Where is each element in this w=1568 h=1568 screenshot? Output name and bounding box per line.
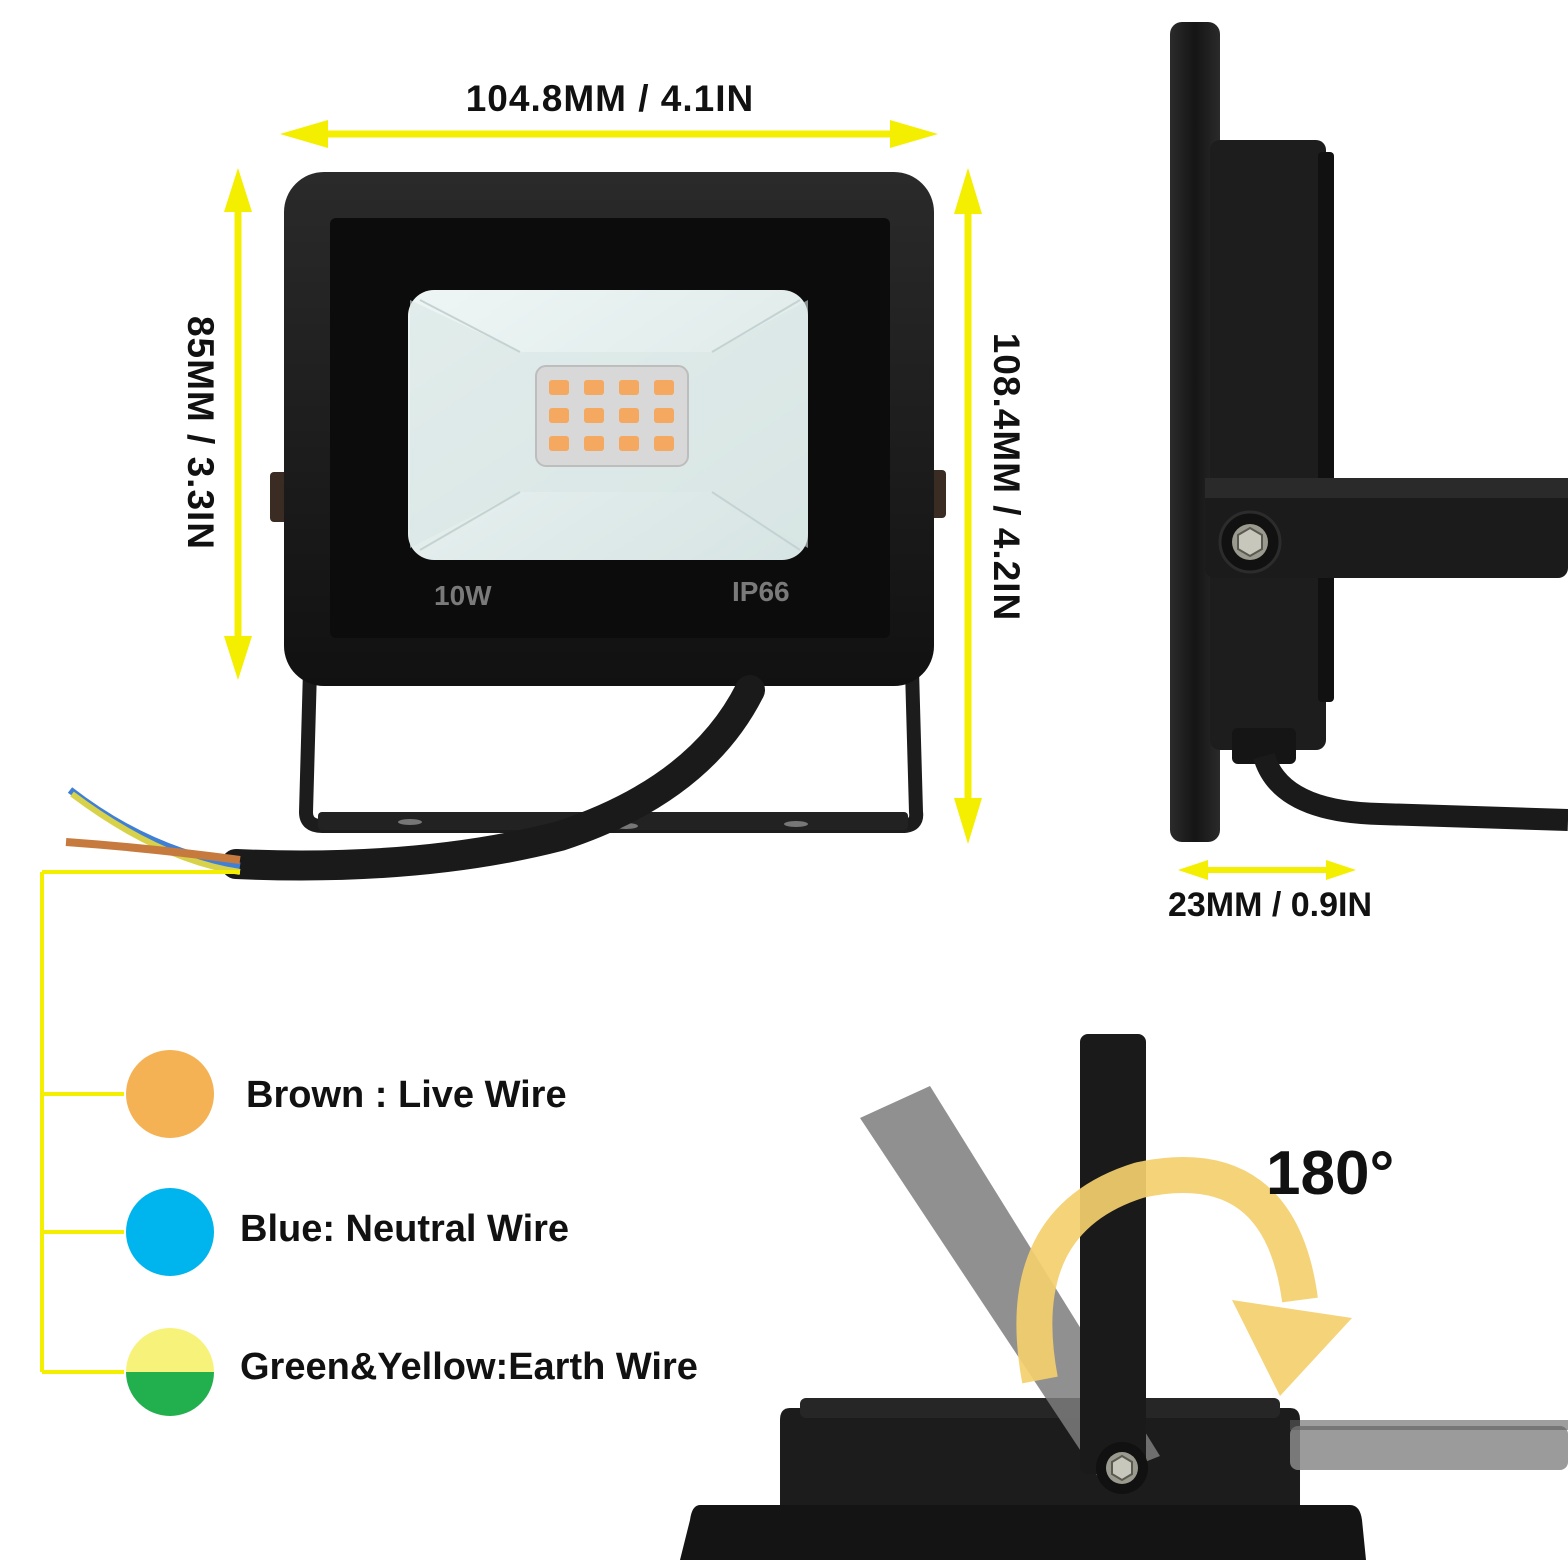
- ip-rating-label: IP66: [732, 576, 790, 607]
- brown-wire-label: Brown : Live Wire: [246, 1074, 567, 1116]
- blue-wire-label: Blue: Neutral Wire: [240, 1208, 570, 1250]
- bracket-rotation-illustration: [680, 1034, 1568, 1560]
- rotation-arrow-icon: [1016, 1157, 1318, 1384]
- blue-wire-color-dot: [126, 1188, 214, 1276]
- wire-legend-connector: [40, 870, 240, 1374]
- width-dimension-label: 104.8MM / 4.1IN: [465, 78, 755, 119]
- led-chips: [549, 380, 674, 451]
- depth-dimension-arrow: [1178, 860, 1356, 880]
- green-yellow-wire-color-dot: [126, 1328, 214, 1416]
- floodlight-side-view: [1170, 22, 1568, 842]
- right-height-dimension-arrow: [954, 168, 982, 844]
- width-dimension-arrow: [280, 120, 938, 148]
- right-height-dimension-label: 108.4MM / 4.2IN: [986, 332, 1027, 622]
- floodlight-front-view: [65, 172, 946, 881]
- earth-wire-label: Green&Yellow:Earth Wire: [240, 1346, 698, 1388]
- wattage-label: 10W: [434, 580, 492, 611]
- left-height-dimension-arrow: [224, 168, 252, 680]
- depth-dimension-label: 23MM / 0.9IN: [1167, 886, 1373, 924]
- brown-wire-color-dot: [126, 1050, 214, 1138]
- rotation-angle-label: 180°: [1266, 1139, 1395, 1208]
- left-height-dimension-label: 85MM / 3.3IN: [180, 315, 221, 551]
